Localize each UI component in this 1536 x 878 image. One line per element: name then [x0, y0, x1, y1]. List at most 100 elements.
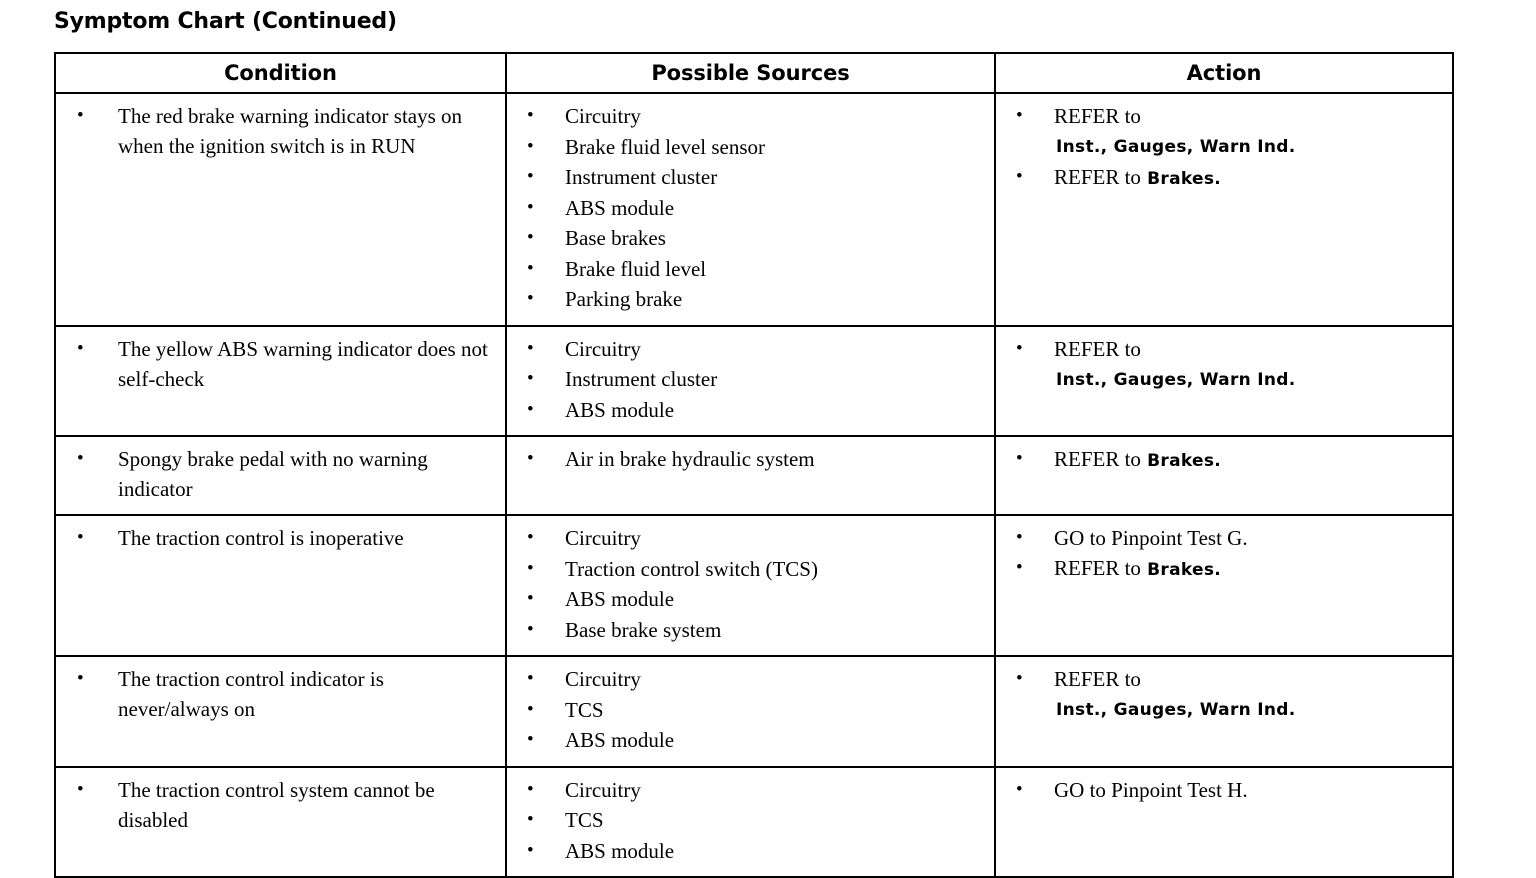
list-item: GO to Pinpoint Test H. [1002, 775, 1446, 805]
table-header-row: Condition Possible Sources Action [54, 52, 1454, 94]
list-item: GO to Pinpoint Test G. [1002, 523, 1446, 553]
column-header-action: Action [994, 52, 1454, 94]
list-item: REFER to Inst., Gauges, Warn Ind. [1002, 664, 1446, 725]
bullet-list: Air in brake hydraulic system [513, 444, 988, 475]
action-lead-text: REFER to [1054, 556, 1141, 580]
action-lead-text: GO to Pinpoint Test G. [1054, 526, 1248, 550]
list-item: Instrument cluster [513, 364, 988, 395]
bullet-list: The traction control indicator is never/… [62, 664, 499, 724]
cross-reference-link[interactable]: Inst., Gauges, Warn Ind. [1056, 369, 1296, 390]
list-item: REFER to Brakes. [1002, 444, 1446, 476]
list-item: Spongy brake pedal with no warning indic… [62, 444, 499, 504]
list-item: REFER to Inst., Gauges, Warn Ind. [1002, 101, 1446, 162]
bullet-list: Spongy brake pedal with no warning indic… [62, 444, 499, 504]
list-item: Traction control switch (TCS) [513, 554, 988, 585]
cross-reference-link[interactable]: Inst., Gauges, Warn Ind. [1056, 137, 1296, 157]
cell-action: GO to Pinpoint Test G. REFER to Brakes. [994, 514, 1454, 657]
table-header: Condition Possible Sources Action [54, 52, 1454, 94]
cell-possible-sources: CircuitryBrake fluid level sensorInstrum… [505, 92, 996, 327]
list-item: Air in brake hydraulic system [513, 444, 988, 475]
list-item: Base brake system [513, 615, 988, 646]
cell-possible-sources: CircuitryTCSABS module [505, 765, 996, 878]
cell-action: REFER to Inst., Gauges, Warn Ind. [994, 655, 1454, 768]
list-item: Circuitry [513, 664, 988, 695]
bullet-list: CircuitryTraction control switch (TCS)AB… [513, 523, 988, 645]
list-item: Instrument cluster [513, 162, 988, 193]
cell-condition: The traction control indicator is never/… [54, 655, 507, 768]
list-item: The traction control is inoperative [62, 523, 499, 553]
table-row: The traction control indicator is never/… [54, 655, 1454, 768]
bullet-list: The yellow ABS warning indicator does no… [62, 334, 499, 394]
list-item: ABS module [513, 395, 988, 426]
list-item: Circuitry [513, 334, 988, 365]
cell-possible-sources: Air in brake hydraulic system [505, 435, 996, 516]
cross-reference-link[interactable]: Inst., Gauges, Warn Ind. [1056, 700, 1296, 720]
list-item: Circuitry [513, 101, 988, 132]
symptom-chart-table: Condition Possible Sources Action The re… [54, 52, 1454, 878]
table-row: Spongy brake pedal with no warning indic… [54, 435, 1454, 516]
action-list: REFER to Inst., Gauges, Warn Ind. [1002, 334, 1446, 395]
bullet-list: CircuitryTCSABS module [513, 775, 988, 867]
action-lead-text: GO to Pinpoint Test H. [1054, 777, 1248, 802]
cell-action: REFER to Brakes. [994, 435, 1454, 516]
cell-condition: The traction control system cannot be di… [54, 765, 507, 878]
action-lead-text: REFER to [1054, 447, 1141, 471]
list-item: Brake fluid level sensor [513, 132, 988, 163]
list-item: The traction control indicator is never/… [62, 664, 499, 724]
bullet-list: CircuitryBrake fluid level sensorInstrum… [513, 101, 988, 315]
list-item: Parking brake [513, 284, 988, 315]
list-item: ABS module [513, 725, 988, 756]
table-body: The red brake warning indicator stays on… [54, 92, 1454, 878]
cross-reference-link[interactable]: Brakes. [1140, 560, 1222, 580]
action-lead-text: REFER to [1054, 165, 1141, 189]
cell-possible-sources: CircuitryInstrument clusterABS module [505, 324, 996, 437]
cross-reference-link[interactable]: Brakes. [1140, 169, 1222, 189]
list-item: Base brakes [513, 223, 988, 254]
cell-action: REFER to Inst., Gauges, Warn Ind. [994, 324, 1454, 437]
table-row: The traction control system cannot be di… [54, 765, 1454, 878]
action-list: GO to Pinpoint Test H. [1002, 775, 1446, 805]
list-item: TCS [513, 805, 988, 836]
table-row: The red brake warning indicator stays on… [54, 92, 1454, 327]
list-item: ABS module [513, 193, 988, 224]
action-list: REFER to Brakes. [1002, 444, 1446, 476]
action-lead-text: REFER to [1054, 667, 1141, 691]
cell-condition: The red brake warning indicator stays on… [54, 92, 507, 327]
list-item: Brake fluid level [513, 254, 988, 285]
table-row: The traction control is inoperative Circu… [54, 514, 1454, 657]
list-item: The traction control system cannot be di… [62, 775, 499, 835]
list-item: ABS module [513, 584, 988, 615]
cell-possible-sources: CircuitryTCSABS module [505, 655, 996, 768]
cell-condition: The yellow ABS warning indicator does no… [54, 324, 507, 437]
bullet-list: The traction control system cannot be di… [62, 775, 499, 835]
cell-condition: The traction control is inoperative [54, 514, 507, 657]
list-item: The yellow ABS warning indicator does no… [62, 334, 499, 394]
cell-condition: Spongy brake pedal with no warning indic… [54, 435, 507, 516]
bullet-list: CircuitryTCSABS module [513, 664, 988, 756]
cross-reference-link[interactable]: Brakes. [1140, 451, 1222, 471]
action-lead-text: REFER to [1054, 336, 1141, 361]
list-item: Circuitry [513, 523, 988, 554]
column-header-condition: Condition [54, 52, 507, 94]
document-page: Symptom Chart (Continued) Condition Poss… [0, 0, 1536, 846]
list-item: REFER to Inst., Gauges, Warn Ind. [1002, 334, 1446, 395]
cell-possible-sources: CircuitryTraction control switch (TCS)AB… [505, 514, 996, 657]
table-row: The yellow ABS warning indicator does no… [54, 324, 1454, 437]
cell-action: GO to Pinpoint Test H. [994, 765, 1454, 878]
action-list: REFER to Inst., Gauges, Warn Ind. [1002, 664, 1446, 725]
list-item: TCS [513, 695, 988, 726]
bullet-list: The traction control is inoperative [62, 523, 499, 553]
action-lead-text: REFER to [1054, 104, 1141, 128]
list-item: REFER to Brakes. [1002, 553, 1446, 585]
action-list: GO to Pinpoint Test G. REFER to Brakes. [1002, 523, 1446, 585]
list-item: The red brake warning indicator stays on… [62, 101, 499, 161]
list-item: Circuitry [513, 775, 988, 806]
list-item: ABS module [513, 836, 988, 867]
list-item: REFER to Brakes. [1002, 162, 1446, 194]
bullet-list: The red brake warning indicator stays on… [62, 101, 499, 161]
column-header-possible-sources: Possible Sources [505, 52, 996, 94]
bullet-list: CircuitryInstrument clusterABS module [513, 334, 988, 426]
page-title: Symptom Chart (Continued) [54, 9, 397, 34]
